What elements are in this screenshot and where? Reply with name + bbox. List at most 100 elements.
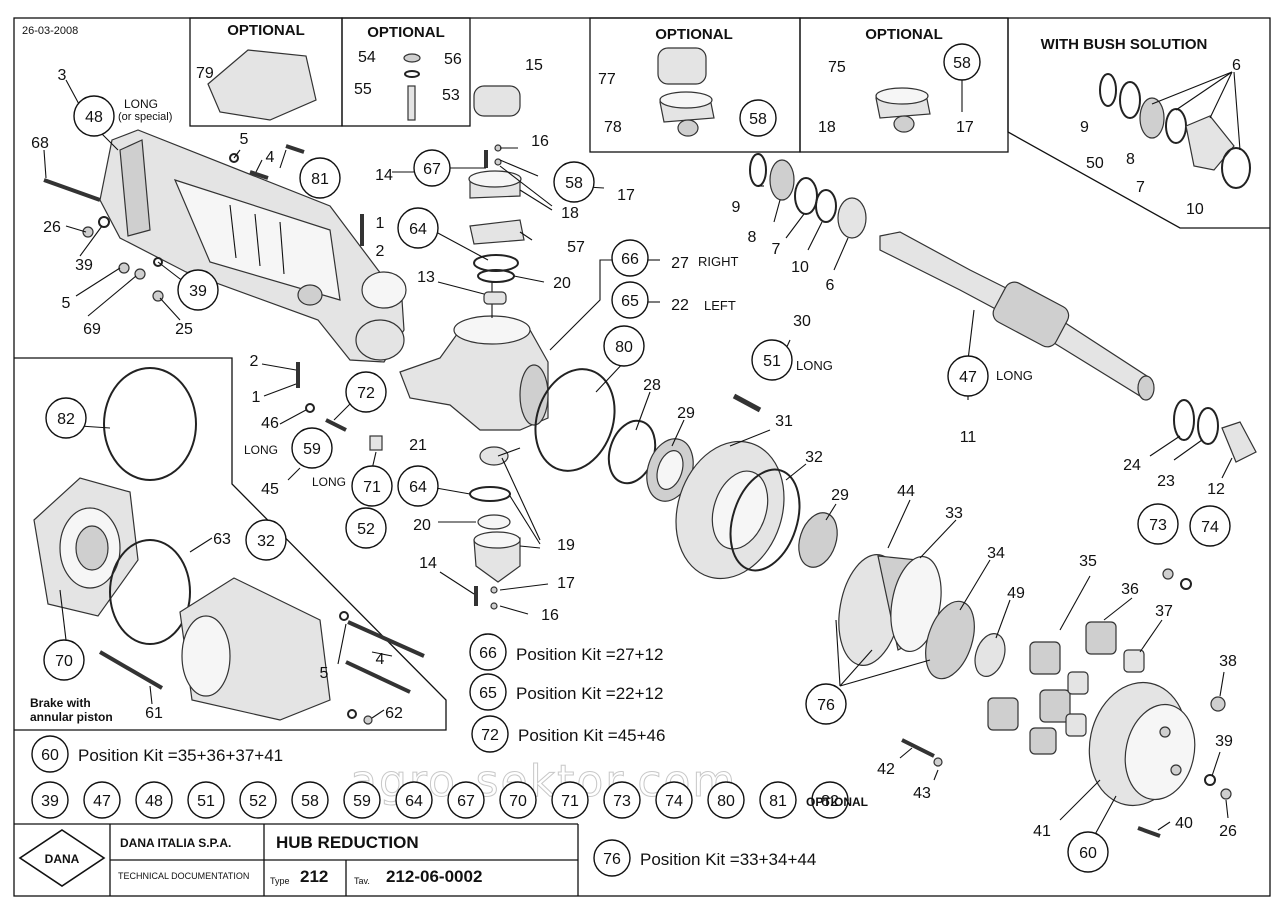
brake-variant-frame [14, 357, 447, 731]
callout-11: 11 [960, 429, 977, 446]
callout-54: 54 [358, 49, 376, 66]
callout-9-bush: 9 [1080, 119, 1089, 136]
optional-box-2 [341, 17, 471, 127]
optional-row-circle [655, 781, 693, 819]
brake-note-line2: annular piston [30, 710, 113, 724]
callout-39c: 39 [1215, 733, 1233, 750]
callout-53: 53 [442, 87, 460, 104]
ring-gear-carrier-33-44 [838, 554, 942, 666]
kit-66-num: 66 [479, 645, 497, 662]
circlip-9 [749, 153, 767, 187]
callout-9: 9 [732, 199, 741, 216]
optional-row-circle [707, 781, 745, 819]
note-long-48: LONG [124, 97, 158, 111]
kit-60-num: 60 [41, 747, 59, 764]
optional-cover-18 [875, 87, 931, 133]
callout-38: 38 [1219, 653, 1237, 670]
callout-22: 22 [671, 297, 689, 314]
callout-50-bush: 50 [1086, 155, 1104, 172]
position-kit-65: 65 Position Kit =22+12 [469, 673, 663, 711]
callout-15: 15 [525, 57, 543, 74]
callout-16a: 16 [531, 133, 549, 150]
note-long-51: LONG [796, 358, 833, 373]
tav-value: 212-06-0002 [386, 867, 482, 886]
optional-box-4-title: OPTIONAL [865, 26, 943, 43]
kingpin-lower-parts [469, 446, 521, 583]
axle-housing [99, 129, 407, 363]
callout-25: 25 [175, 321, 193, 338]
sun-gear-49 [974, 633, 1006, 677]
callout-49: 49 [1007, 585, 1025, 602]
callout-5c: 5 [320, 665, 329, 682]
ring-gear-34 [925, 600, 975, 680]
kingpin-upper-parts [468, 170, 525, 305]
callout-7-bush: 7 [1136, 179, 1145, 196]
callout-20b: 20 [413, 517, 431, 534]
optional-row-number: 70 [509, 793, 527, 810]
callout-4a: 4 [266, 149, 275, 166]
seal-7 [794, 177, 818, 215]
callout-75: 75 [828, 59, 846, 76]
title-block: DANA DANA ITALIA S.P.A. TECHNICAL DOCUME… [18, 824, 578, 896]
bush-solution-frame [1007, 18, 1270, 229]
technical-documentation: TECHNICAL DOCUMENTATION [118, 871, 249, 881]
callout-62: 62 [385, 705, 403, 722]
note-long-71: LONG [312, 475, 346, 489]
optional-row-number: 58 [301, 793, 319, 810]
optional-row-number: 51 [197, 793, 215, 810]
doc-date: 26-03-2008 [22, 25, 78, 37]
optional-row-number: 48 [145, 793, 163, 810]
callout-52: 52 [357, 521, 375, 538]
bush-solution-parts [1099, 73, 1251, 189]
callout-78: 78 [604, 119, 622, 136]
callout-6-bush: 6 [1232, 57, 1241, 74]
optional-row-number: 39 [41, 793, 59, 810]
optional-row-number: 82 [821, 793, 839, 810]
callout-39b: 39 [75, 257, 93, 274]
optional-row-number: 81 [769, 793, 787, 810]
callout-2a: 2 [376, 243, 385, 260]
optional-row-circle [551, 781, 589, 819]
optional-row-circle [759, 781, 797, 819]
optional-bracket-79 [207, 49, 317, 121]
callout-48: 48 [85, 109, 103, 126]
note-long-47: LONG [996, 368, 1033, 383]
o-ring-63 [109, 539, 191, 645]
kit-65-num: 65 [479, 685, 497, 702]
callout-51: 51 [763, 353, 781, 370]
callout-18a: 18 [561, 205, 579, 222]
dana-logo [18, 829, 106, 887]
callout-81: 81 [311, 171, 329, 188]
stud-61 [98, 650, 164, 690]
brake-note-line1: Brake with [30, 696, 91, 710]
kit-66-text: Position Kit =27+12 [516, 645, 663, 664]
dana-logo-text: DANA [45, 852, 80, 866]
callout-68: 68 [31, 135, 49, 152]
callout-20a: 20 [553, 275, 571, 292]
callout-55: 55 [354, 81, 372, 98]
steering-knuckle [399, 282, 549, 431]
callout-37: 37 [1155, 603, 1173, 620]
callout-23: 23 [1157, 473, 1175, 490]
optional-box-1-title: OPTIONAL [227, 22, 305, 39]
tav-label: Tav. [354, 876, 370, 886]
callout-42: 42 [877, 761, 895, 778]
callout-24: 24 [1123, 457, 1141, 474]
callout-36: 36 [1121, 581, 1139, 598]
callout-61: 61 [145, 705, 163, 722]
callout-82: 82 [57, 411, 75, 428]
callout-80: 80 [615, 339, 633, 356]
callout-17-box4: 17 [956, 119, 974, 136]
optional-row-number: 59 [353, 793, 371, 810]
callout-29a: 29 [677, 405, 695, 422]
callout-39a: 39 [189, 283, 207, 300]
callout-30: 30 [793, 313, 811, 330]
hardware [43, 144, 1232, 838]
o-ring-10 [815, 189, 837, 223]
optional-row-circle [343, 781, 381, 819]
callout-14b: 14 [419, 555, 437, 572]
plain-callouts: 3 68 5 4 26 39 5 69 25 1 2 16 14 17 18 5… [31, 67, 1237, 840]
bush-12 [1221, 421, 1257, 463]
callout-72: 72 [357, 385, 375, 402]
